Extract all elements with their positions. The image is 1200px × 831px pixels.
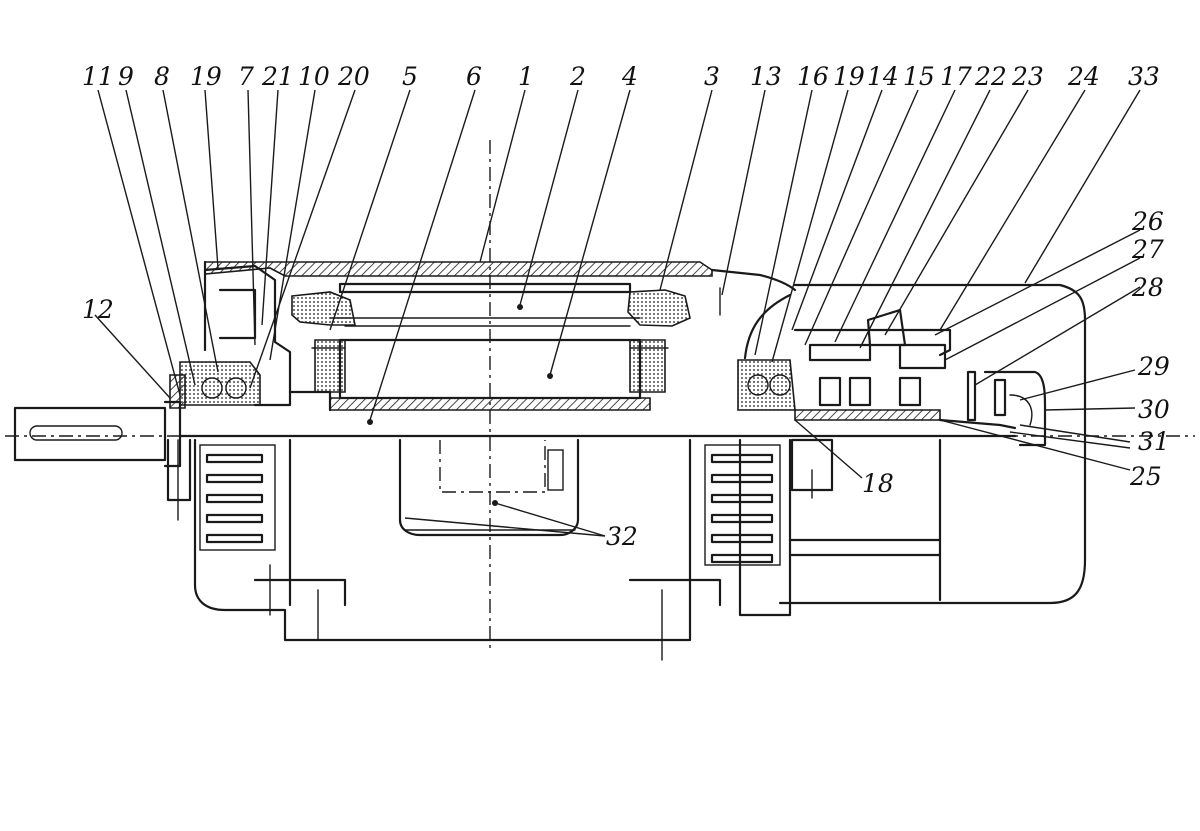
leader-dots	[367, 304, 553, 506]
callout-22: 22	[974, 62, 1007, 91]
callout-21: 21	[261, 62, 294, 91]
callout-10: 10	[298, 62, 330, 91]
callout-9: 9	[118, 62, 134, 91]
left-end-shield	[169, 264, 332, 412]
shaft-end-flange-left	[166, 438, 192, 521]
cooling-fins-right	[704, 444, 781, 566]
callout-13: 13	[750, 62, 782, 91]
slip-ring-housing-exterior	[788, 438, 942, 557]
callout-31: 31	[1138, 427, 1170, 456]
callout-25: 25	[1129, 462, 1162, 491]
stator-winding-end-left	[291, 291, 356, 326]
callout-30: 30	[1138, 395, 1170, 424]
cooling-fins-left	[199, 444, 276, 551]
callout-24: 24	[1067, 62, 1100, 91]
callout-26: 26	[1131, 207, 1164, 236]
callout-18: 18	[862, 469, 894, 498]
stator-frame	[203, 260, 1087, 605]
callout-15: 15	[903, 62, 935, 91]
terminal-box	[398, 438, 580, 537]
callout-12: 12	[82, 295, 114, 324]
callout-5: 5	[402, 62, 418, 91]
callout-7: 7	[238, 62, 254, 91]
callout-4: 4	[621, 62, 638, 91]
mounting-feet	[253, 564, 722, 661]
callout-17: 17	[940, 62, 972, 91]
callout-19: 19	[833, 62, 865, 91]
callout-28: 28	[1131, 273, 1164, 302]
callout-labels: 11 9 8 19 7 21 10 20 5 6 1 2 4 3 13 16 1…	[82, 62, 1170, 551]
callout-33: 33	[1128, 62, 1160, 91]
stator-winding-end-right	[627, 289, 691, 327]
callout-3: 3	[704, 62, 720, 91]
callout-20: 20	[337, 62, 370, 91]
callout-14: 14	[867, 62, 899, 91]
leader-lines	[94, 89, 1141, 537]
stator-core	[329, 282, 641, 327]
callout-32: 32	[606, 522, 638, 551]
callout-16: 16	[797, 62, 829, 91]
callout-2: 2	[569, 62, 586, 91]
callout-6: 6	[466, 62, 482, 91]
callout-8: 8	[154, 62, 170, 91]
callout-19: 19	[190, 62, 222, 91]
callout-1: 1	[518, 62, 534, 91]
callout-27: 27	[1131, 235, 1164, 264]
callout-23: 23	[1011, 62, 1044, 91]
callout-29: 29	[1137, 352, 1170, 381]
right-end-shield	[737, 293, 1047, 447]
callout-11: 11	[82, 62, 114, 91]
